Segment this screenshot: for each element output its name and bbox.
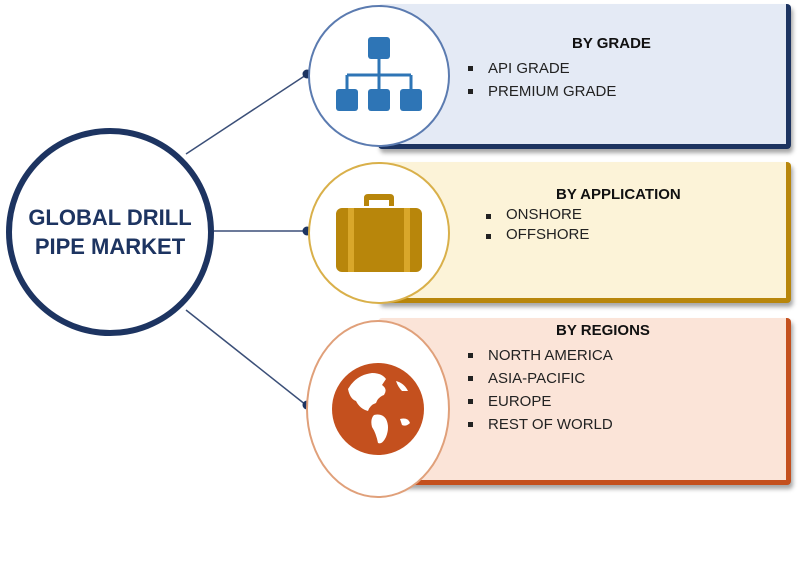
- hub-title: GLOBAL DRILL PIPE MARKET: [28, 205, 192, 259]
- segment-title-regions: BY REGIONS: [556, 322, 650, 339]
- segment-icon-circle-regions: [306, 320, 450, 498]
- list-item: NORTH AMERICA: [466, 344, 613, 367]
- segment-icon-circle-application: [308, 162, 450, 304]
- briefcase-icon: [336, 194, 422, 272]
- list-item: ASIA-PACIFIC: [466, 367, 613, 390]
- segment-title-grade: BY GRADE: [572, 35, 651, 52]
- list-item: REST OF WORLD: [466, 413, 613, 436]
- segment-list-grade: API GRADE PREMIUM GRADE: [466, 57, 616, 103]
- list-item: ONSHORE: [484, 205, 589, 225]
- list-item: OFFSHORE: [484, 225, 589, 245]
- segment-list-application: ONSHORE OFFSHORE: [484, 205, 589, 245]
- market-hub-circle: GLOBAL DRILL PIPE MARKET: [6, 128, 214, 336]
- list-item: API GRADE: [466, 57, 616, 80]
- connector-grade: [185, 74, 307, 155]
- globe-icon: [332, 363, 424, 455]
- segment-title-application: BY APPLICATION: [556, 186, 681, 203]
- segment-icon-circle-grade: [308, 5, 450, 147]
- segment-list-regions: NORTH AMERICA ASIA-PACIFIC EUROPE REST O…: [466, 344, 613, 436]
- list-item: PREMIUM GRADE: [466, 80, 616, 103]
- hierarchy-icon: [336, 37, 422, 111]
- list-item: EUROPE: [466, 390, 613, 413]
- connector-regions: [185, 309, 307, 406]
